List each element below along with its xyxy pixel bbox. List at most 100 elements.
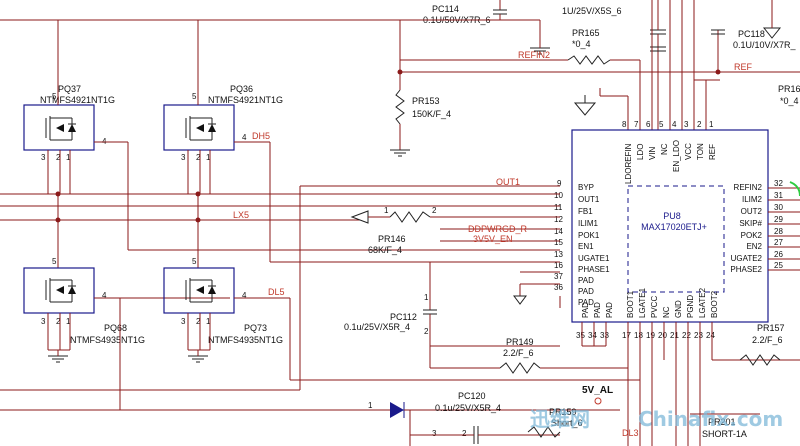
svg-text:TON: TON [696,143,705,160]
pc118-value: 0.1U/10V/X7R_ [733,40,797,50]
svg-text:37: 37 [554,272,563,281]
svg-text:PHASE2: PHASE2 [730,265,762,274]
mosfet-pq36: PQ36 NTMFS4921NT1G 5 4 3 2 1 [163,84,283,162]
svg-text:1: 1 [424,293,429,302]
svg-text:POK1: POK1 [578,231,600,240]
pc112-value: 0.1u/25V/X5R_4 [344,322,410,332]
pr159-value: Short_6 [551,418,583,428]
svg-text:19: 19 [646,331,655,340]
svg-text:LDO: LDO [636,144,645,160]
ground-symbol-top [573,102,597,116]
net-refin2: REFIN2 [518,50,550,60]
pr165: PR165 *0_4 [567,28,640,65]
svg-text:3: 3 [432,429,437,438]
pr153-ref: PR153 [412,96,440,106]
net-dh5: DH5 [252,131,270,141]
pq68-ref: PQ68 [104,323,127,333]
svg-text:8: 8 [622,120,627,129]
pc112: 1 2 PC112 0.1u/25V/X5R_4 [344,262,437,346]
svg-text:23: 23 [694,331,703,340]
svg-text:22: 22 [682,331,691,340]
svg-text:28: 28 [774,227,783,236]
svg-text:9: 9 [557,179,562,188]
svg-text:LGATE2: LGATE2 [698,287,707,318]
pc120-value: 0.1u/25V/X5R_4 [435,403,501,413]
svg-text:PVCC: PVCC [650,296,659,318]
net-lx5: LX5 [233,210,249,220]
net-ref: REF [734,62,753,72]
svg-text:10: 10 [554,191,563,200]
pr201-value: SHORT-1A [702,429,747,439]
pr165-ref: PR165 [572,28,600,38]
svg-text:EN_LDO: EN_LDO [672,140,681,172]
svg-text:FB1: FB1 [578,207,593,216]
svg-text:4: 4 [672,120,677,129]
svg-text:PAD: PAD [578,298,594,307]
pr153-value: 150K/F_4 [412,109,451,119]
svg-text:NC: NC [662,306,671,318]
svg-text:NC: NC [660,143,669,155]
ic-ref: PU8 [663,211,681,221]
svg-text:36: 36 [554,283,563,292]
net-dl3: DL3 [622,428,639,438]
svg-text:ILIM2: ILIM2 [742,195,763,204]
net-dl5: DL5 [268,287,285,297]
pq36-part: NTMFS4921NT1G [208,95,283,105]
svg-text:2: 2 [432,206,437,215]
svg-text:29: 29 [774,215,783,224]
pr159-ref: PR159 [549,407,577,417]
svg-text:32: 32 [774,179,783,188]
net-5v-al: 5V_AL [582,385,613,396]
svg-text:PAD: PAD [605,302,614,318]
pr146: 1 2 PR146 68K/F_4 [350,206,560,255]
svg-text:1: 1 [709,120,714,129]
pq37-ref: PQ37 [58,84,81,94]
pc114: PC114 0.1U/50V/X7R_6 [423,0,507,25]
pc118: PC118 0.1U/10V/X7R_ [711,0,797,72]
ic-pu8: PU8 MAX17020ETJ+ [571,129,769,323]
pr146-ref: PR146 [378,234,406,244]
svg-text:2: 2 [196,317,201,326]
svg-text:30: 30 [774,203,783,212]
svg-text:16: 16 [554,261,563,270]
svg-text:26: 26 [774,250,783,259]
svg-text:2: 2 [56,153,61,162]
svg-text:31: 31 [774,191,783,200]
pr157: PR157 2.2/F_6 [739,323,785,366]
svg-text:PAD: PAD [578,276,594,285]
svg-text:UGATE2: UGATE2 [731,254,763,263]
svg-text:2: 2 [56,317,61,326]
svg-text:PAD: PAD [578,287,594,296]
svg-text:35: 35 [576,331,585,340]
pr16-ref: PR16 [778,84,800,94]
svg-text:15: 15 [554,238,563,247]
svg-text:25: 25 [774,261,783,270]
svg-text:VCC: VCC [684,143,693,160]
svg-text:11: 11 [554,203,563,212]
svg-text:SKIP#: SKIP# [739,219,762,228]
svg-text:13: 13 [554,250,563,259]
ic-bottom-pins: PAD PAD PAD BOOT1 LGATE1 PVCC NC GND PGN… [576,287,719,340]
pc118-ref: PC118 [738,29,765,39]
svg-text:12: 12 [554,215,563,224]
mosfet-pq73: 5 4 3 2 1 PQ73 NTMFS4935NT1G [163,257,283,345]
svg-text:POK2: POK2 [741,231,763,240]
svg-text:2: 2 [196,153,201,162]
svg-text:BOOT2: BOOT2 [710,290,719,318]
ic-top-pins: LDOREFIN LDO VIN NC EN_LDO VCC TON REF 8… [622,120,717,184]
svg-text:4: 4 [242,291,247,300]
svg-text:OUT1: OUT1 [578,195,600,204]
pr149: PR149 2.2/F_6 [430,337,628,374]
diode: 1 [330,401,411,446]
svg-text:PAD: PAD [593,302,602,318]
ic-left-pins: BYP OUT1 FB1 ILIM1 POK1 EN1 UGATE1 PHASE… [554,179,610,307]
svg-text:4: 4 [102,291,107,300]
svg-text:21: 21 [670,331,679,340]
pq73-ref: PQ73 [244,323,267,333]
svg-text:7: 7 [634,120,639,129]
svg-text:OUT2: OUT2 [741,207,763,216]
pq37-part: NTMFS4921NT1G [40,95,115,105]
pr201: PR201 SHORT-1A [690,413,760,439]
svg-text:BOOT1: BOOT1 [626,290,635,318]
